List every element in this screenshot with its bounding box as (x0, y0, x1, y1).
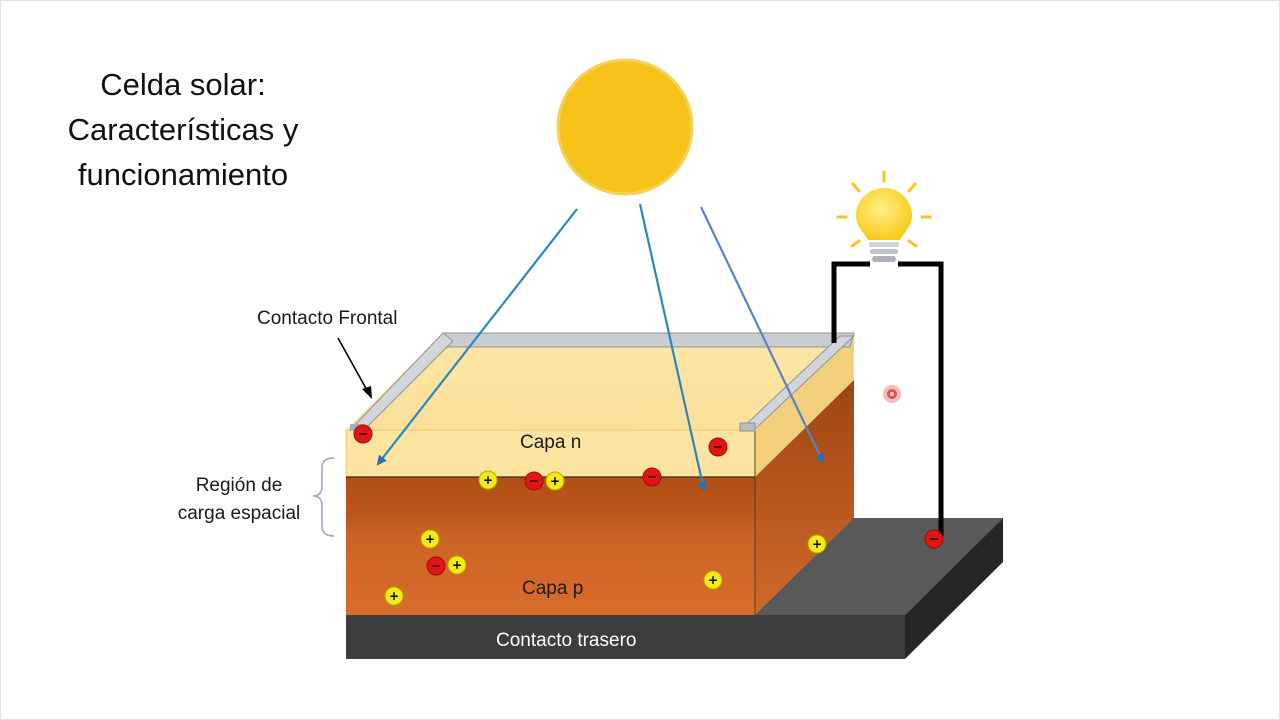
sun-icon (556, 58, 694, 196)
back-contact-label: Contacto trasero (496, 630, 637, 651)
sun (556, 58, 694, 196)
light-ray (638, 203, 708, 492)
external-circuit (831, 261, 944, 536)
minus-charge-icon (883, 385, 901, 403)
plus-charge-icon: + (420, 529, 440, 549)
p-layer-front-face (346, 477, 755, 615)
wire (831, 261, 870, 343)
cell-block (345, 333, 854, 615)
minus-charge-icon (924, 529, 944, 549)
holes: + + + + + + + (384, 470, 827, 606)
plus-charge-icon: + (384, 586, 404, 606)
bulb-base (869, 242, 899, 247)
title-line-3: funcionamiento (77, 157, 289, 192)
svg-text:+: + (550, 474, 560, 488)
title-line-1: Celda solar: (100, 67, 266, 102)
minus-charge-icon (642, 467, 662, 487)
front-finger-right-end (739, 422, 756, 432)
space-charge-region-label-line-1: Región de (195, 475, 283, 496)
wire (898, 261, 944, 536)
front-contact-fingers (348, 332, 856, 432)
front-finger-back (442, 332, 855, 348)
bulb-base (872, 256, 896, 262)
light-ray (376, 208, 578, 466)
minus-charge-icon (353, 424, 373, 444)
plus-charge-icon: + (478, 470, 498, 490)
bulb-glass (856, 188, 912, 240)
n-layer-side-face (755, 333, 854, 477)
space-charge-region-label-line-2: carga espacial (177, 503, 301, 524)
lightbulb-icon (836, 170, 932, 262)
plus-charge-icon: + (545, 471, 565, 491)
svg-text:+: + (452, 558, 462, 572)
plus-charge-icon: + (807, 534, 827, 554)
svg-text:+: + (812, 537, 822, 551)
page-title: Celda solar: Características y funcionam… (30, 62, 336, 197)
p-layer-side-face (755, 380, 854, 615)
n-layer-label: Capa n (520, 432, 582, 453)
front-contact-pointer (337, 337, 372, 399)
bulb-base (870, 249, 898, 254)
front-contact-label: Contacto Frontal (257, 308, 398, 329)
bulb-rays (836, 170, 932, 248)
minus-charge-icon (524, 471, 544, 491)
back-contact-side (905, 518, 1003, 659)
sunlight-rays (376, 203, 825, 492)
plus-charge-icon: + (447, 555, 467, 575)
light-ray (700, 206, 825, 464)
p-layer-label: Capa p (522, 578, 584, 599)
region-brace (312, 457, 335, 537)
minus-charge-icon (708, 437, 728, 457)
minus-charge-icon (426, 556, 446, 576)
electrons (353, 385, 944, 576)
title-line-2: Características y (67, 112, 299, 147)
back-contact-front (346, 615, 905, 659)
svg-text:+: + (708, 573, 718, 587)
svg-text:+: + (425, 532, 435, 546)
n-layer-top-face (346, 333, 854, 430)
space-charge-region-label: Región de carga espacial (168, 472, 310, 528)
svg-text:+: + (389, 589, 399, 603)
plus-charge-icon: + (703, 570, 723, 590)
svg-text:+: + (483, 473, 493, 487)
